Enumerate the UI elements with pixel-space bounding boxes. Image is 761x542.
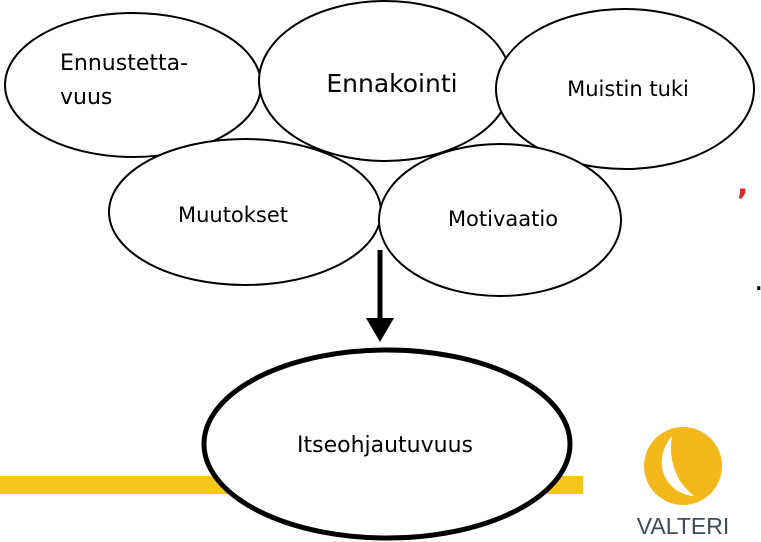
- valteri-logo: VALTERI: [637, 427, 729, 539]
- arrow-head: [366, 318, 394, 342]
- node-ennakointi-label: Ennakointi: [326, 69, 457, 98]
- node-ennustettavuus-label-line1: Ennustetta-: [60, 51, 188, 76]
- node-ennustettavuus-shape: [4, 12, 262, 158]
- node-motivaatio-shape: [378, 143, 622, 297]
- node-itseohjautuvuus-label: Itseohjautuvuus: [297, 433, 473, 458]
- node-muistin-tuki-label: Muistin tuki: [567, 77, 689, 101]
- valteri-logo-crescent: [661, 436, 694, 496]
- node-motivaatio-label: Motivaatio: [448, 207, 558, 231]
- node-itseohjautuvuus-shape: [201, 347, 573, 541]
- node-muutokset-label: Muutokset: [178, 203, 288, 227]
- node-ennustettavuus-label-line2: vuus: [60, 85, 112, 110]
- valteri-logo-mark: [644, 427, 722, 505]
- valteri-logo-text: VALTERI: [637, 513, 729, 539]
- node-muistin-tuki-shape: [495, 8, 755, 170]
- edge-mark-comma: ,: [737, 167, 748, 202]
- edge-mark-dot: .: [754, 263, 761, 298]
